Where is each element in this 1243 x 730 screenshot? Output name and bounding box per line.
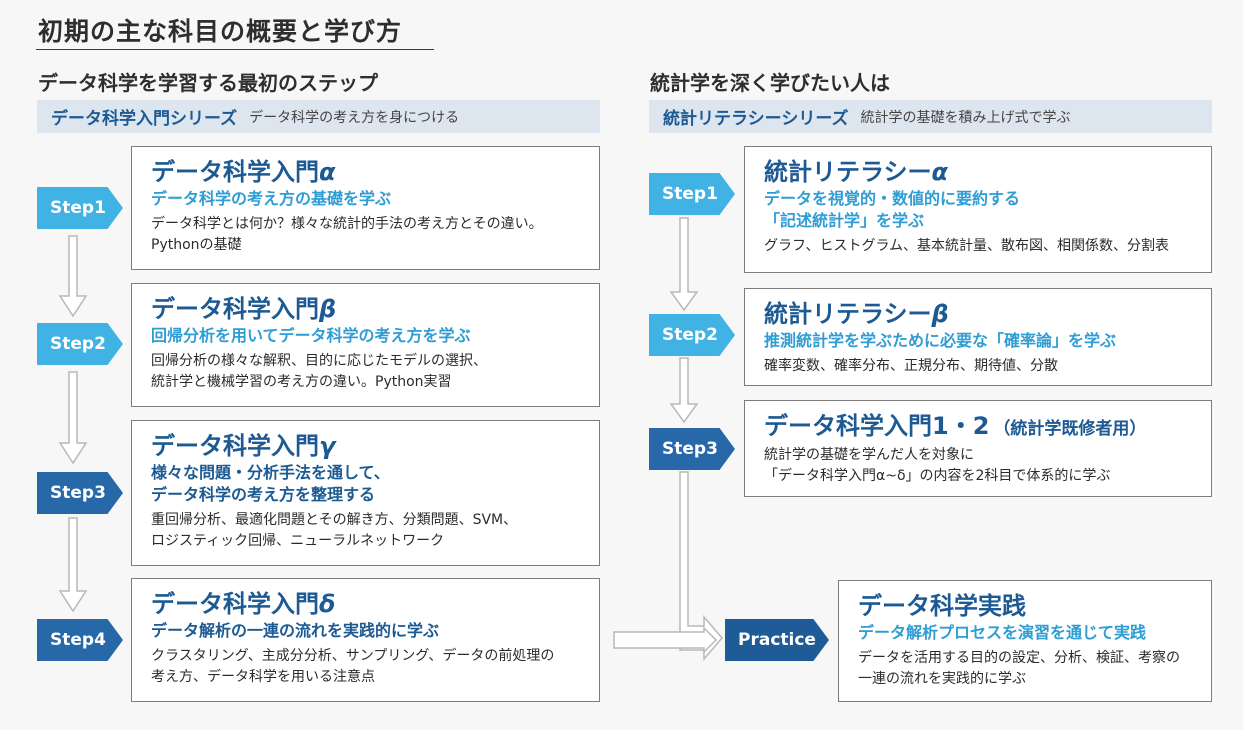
practice-sub: データ解析プロセスを演習を通じて実践 (858, 623, 1147, 642)
left-step2-badge: Step2 (37, 323, 123, 365)
right-step2-label: Step2 (662, 325, 718, 345)
left-step3-title-text: データ科学入門 (151, 432, 319, 460)
right-step1-title-text: 統計リテラシー (764, 158, 932, 186)
right-step1-sub-line2: 「記述統計学」を学ぶ (764, 211, 925, 230)
left-step1-label: Step1 (50, 198, 106, 218)
practice-title: データ科学実践 (858, 592, 1026, 620)
left-step4-greek: δ (319, 590, 336, 618)
left-step2-title-text: データ科学入門 (151, 295, 319, 323)
left-step4-sub: データ解析の一連の流れを実践的に学ぶ (151, 621, 440, 640)
right-step3-card: データ科学入門1・2（統計学既修者用） 統計学の基礎を学んだ人を対象に 「データ… (744, 400, 1212, 497)
left-step2-body: 回帰分析の様々な解釈、目的に応じたモデルの選択、 統計学と機械学習の考え方の違い… (151, 351, 599, 393)
left-step3-title: データ科学入門γ (151, 431, 599, 461)
arrow-left-step1-step2 (58, 235, 88, 318)
right-step2-badge: Step2 (649, 314, 735, 356)
left-step3-body: 重回帰分析、最適化問題とその解き方、分類問題、SVM、 ロジスティック回帰、ニュ… (151, 510, 599, 552)
right-step3-badge: Step3 (649, 428, 735, 470)
practice-body: データを活用する目的の設定、分析、検証、考察の 一連の流れを実践的に学ぶ (858, 648, 1211, 690)
left-step2-greek: β (319, 295, 337, 323)
right-step3-body-line2: 「データ科学入門α~δ」の内容を2科目で体系的に学ぶ (764, 468, 1111, 484)
right-series-desc: 統計学の基礎を積み上げ式で学ぶ (860, 109, 1071, 126)
right-step2-body: 確率変数、確率分布、正規分布、期待値、分散 (764, 356, 1211, 377)
right-step2-title: 統計リテラシーβ (764, 299, 1211, 329)
left-step2-body-line1: 回帰分析の様々な解釈、目的に応じたモデルの選択、 (151, 353, 487, 369)
arrow-left-step2-step3 (58, 371, 88, 465)
arrow-right-step2-step3 (669, 357, 699, 424)
right-step2-body-line1: 確率変数、確率分布、正規分布、期待値、分散 (764, 358, 1058, 374)
left-step4-body: クラスタリング、主成分分析、サンプリング、データの前処理の 考え方、データ科学を… (151, 646, 599, 688)
practice-card: データ科学実践 データ解析プロセスを演習を通じて実践 データを活用する目的の設定… (838, 580, 1212, 702)
left-series-name: データ科学入門シリーズ (51, 109, 238, 129)
left-step3-badge: Step3 (37, 472, 123, 514)
right-step2-card: 統計リテラシーβ 推測統計学を学ぶために必要な「確率論」を学ぶ 確率変数、確率分… (744, 288, 1212, 386)
left-step3-label: Step3 (50, 483, 106, 503)
right-step2-greek: β (931, 300, 949, 328)
arrow-right-step1-step2 (669, 217, 699, 312)
left-step1-title-text: データ科学入門 (151, 158, 319, 186)
left-step2-body-line2: 統計学と機械学習の考え方の違い。Python実習 (151, 374, 452, 390)
left-step2-sub: 回帰分析を用いてデータ科学の考え方を学ぶ (151, 326, 471, 345)
right-step3-note: （統計学既修者用） (993, 419, 1147, 439)
left-step4-body-line1: クラスタリング、主成分分析、サンプリング、データの前処理の (151, 648, 555, 664)
right-step1-card: 統計リテラシーα データを視覚的・数値的に要約する 「記述統計学」を学ぶ グラフ… (744, 146, 1212, 273)
right-step1-label: Step1 (662, 184, 718, 204)
right-step3-body-line1: 統計学の基礎を学んだ人を対象に (764, 447, 974, 463)
left-step1-card: データ科学入門α データ科学の考え方の基礎を学ぶ データ科学とは何か？様々な統計… (131, 146, 600, 270)
left-step4-body-line2: 考え方、データ科学を用いる注意点 (151, 669, 375, 685)
left-step4-title: データ科学入門δ (151, 589, 599, 619)
right-step1-badge: Step1 (649, 173, 735, 215)
left-step2-card: データ科学入門β 回帰分析を用いてデータ科学の考え方を学ぶ 回帰分析の様々な解釈… (131, 283, 600, 407)
left-step1-title: データ科学入門α (151, 157, 599, 187)
left-step1-body-line1: データ科学とは何か？様々な統計的手法の考え方とその違い。 (151, 216, 543, 232)
left-series-bar: データ科学入門シリーズ データ科学の考え方を身につける (37, 100, 600, 133)
practice-body-line1: データを活用する目的の設定、分析、検証、考察の (858, 650, 1180, 666)
right-step1-body: グラフ、ヒストグラム、基本統計量、散布図、相関係数、分割表 (764, 236, 1211, 257)
left-step4-badge: Step4 (37, 619, 123, 661)
left-step3-greek: γ (319, 432, 336, 460)
left-step1-body: データ科学とは何か？様々な統計的手法の考え方とその違い。 Pythonの基礎 (151, 214, 599, 256)
right-step2-title-text: 統計リテラシー (764, 300, 932, 328)
left-step2-title: データ科学入門β (151, 294, 599, 324)
practice-badge: Practice (725, 619, 829, 661)
left-step3-card: データ科学入門γ 様々な問題・分析手法を通して、 データ科学の考え方を整理する … (131, 420, 600, 566)
left-step2-label: Step2 (50, 334, 106, 354)
left-step1-greek: α (319, 158, 336, 186)
right-heading: 統計学を深く学びたい人は (650, 71, 890, 95)
left-step4-title-text: データ科学入門 (151, 590, 319, 618)
right-step3-title: データ科学入門1・2（統計学既修者用） (764, 411, 1211, 444)
right-series-bar: 統計リテラシーシリーズ 統計学の基礎を積み上げ式で学ぶ (649, 100, 1212, 133)
left-step1-badge: Step1 (37, 187, 123, 229)
left-step3-body-line2: ロジスティック回帰、ニューラルネットワーク (151, 533, 445, 549)
left-step3-body-line1: 重回帰分析、最適化問題とその解き方、分類問題、SVM、 (151, 512, 518, 528)
practice-label: Practice (738, 630, 816, 650)
left-step4-label: Step4 (50, 630, 106, 650)
left-step1-sub: データ科学の考え方の基礎を学ぶ (151, 189, 392, 208)
left-step4-card: データ科学入門δ データ解析の一連の流れを実践的に学ぶ クラスタリング、主成分分… (131, 578, 600, 702)
right-step3-title-text: データ科学入門1・2 (764, 412, 990, 440)
right-step1-title: 統計リテラシーα (764, 157, 1211, 187)
right-step3-body: 統計学の基礎を学んだ人を対象に 「データ科学入門α~δ」の内容を2科目で体系的に… (764, 445, 1211, 487)
left-step3-sub-line2: データ科学の考え方を整理する (151, 485, 376, 504)
right-step3-label: Step3 (662, 439, 718, 459)
arrow-left-step3-step4 (58, 517, 88, 613)
arrow-left-step4-practice (613, 626, 718, 654)
page-title: 初期の主な科目の概要と学び方 (38, 17, 403, 46)
left-step3-sub-line1: 様々な問題・分析手法を通して、 (151, 463, 390, 482)
right-series-name: 統計リテラシーシリーズ (663, 109, 849, 129)
practice-body-line2: 一連の流れを実践的に学ぶ (858, 671, 1026, 687)
title-underline (36, 49, 434, 50)
left-series-desc: データ科学の考え方を身につける (249, 109, 460, 126)
arrow-right-step3-practice (679, 471, 723, 662)
right-step1-greek: α (931, 158, 949, 186)
left-heading: データ科学を学習する最初のステップ (38, 71, 378, 95)
right-step2-sub: 推測統計学を学ぶために必要な「確率論」を学ぶ (764, 331, 1117, 350)
right-step1-sub-line1: データを視覚的・数値的に要約する (764, 189, 1021, 208)
right-step1-body-line1: グラフ、ヒストグラム、基本統計量、散布図、相関係数、分割表 (764, 238, 1170, 254)
left-step1-body-line2: Pythonの基礎 (151, 237, 242, 253)
